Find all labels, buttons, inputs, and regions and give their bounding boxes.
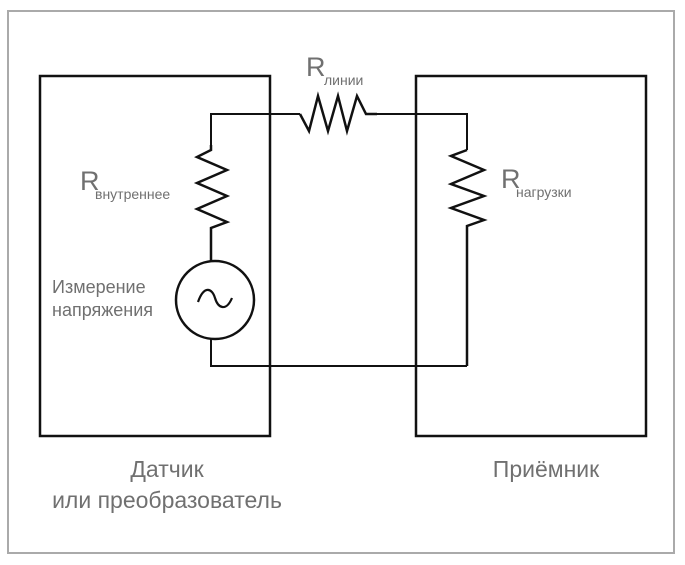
source-label-line2: напряжения	[52, 300, 153, 320]
wire-bottom	[210, 339, 467, 367]
internal-resistor-icon	[193, 145, 231, 262]
internal-resistor-symbol: R	[80, 166, 100, 196]
receiver-caption: Приёмник	[493, 456, 600, 482]
source-label-line1: Измерение	[52, 277, 146, 297]
sensor-block	[38, 74, 272, 438]
line-resistor-symbol: R	[306, 52, 326, 82]
load-resistor-icon	[447, 148, 488, 366]
sensor-caption-line2: или преобразователь	[52, 487, 282, 513]
load-resistor-subscript: нагрузки	[516, 184, 572, 200]
line-resistor-icon	[298, 91, 377, 136]
diagram-frame	[7, 10, 675, 554]
receiver-block	[414, 74, 648, 438]
wire-top-right	[377, 113, 468, 150]
line-resistor-subscript: линии	[324, 72, 363, 88]
internal-resistor-subscript: внутреннее	[95, 186, 170, 202]
sensor-caption-line1: Датчик	[130, 456, 204, 482]
load-resistor-symbol: R	[501, 164, 521, 194]
ac-source-icon	[174, 259, 256, 341]
wire-top-left	[210, 113, 300, 145]
